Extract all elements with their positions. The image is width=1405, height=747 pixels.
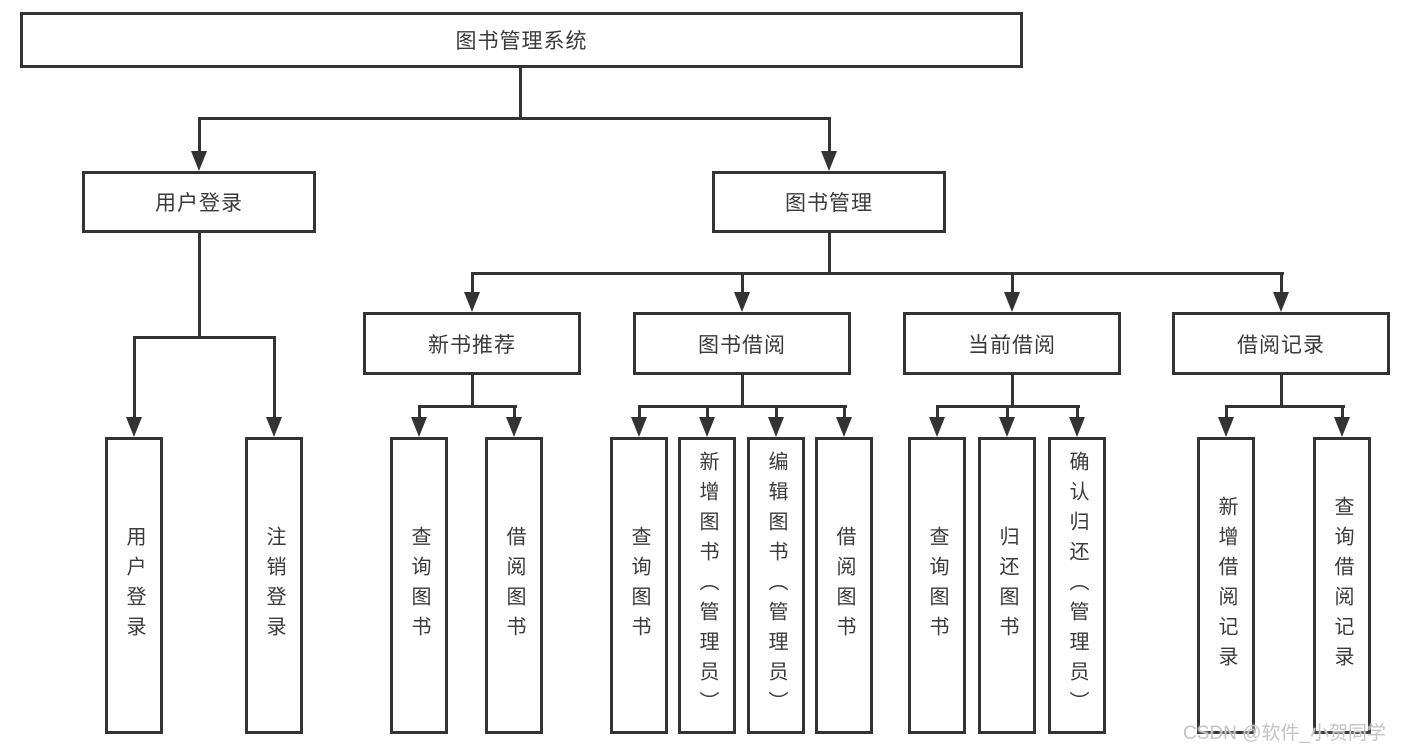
arrowhead-current-borrow [1004,292,1020,312]
leaf-label: 注销登录 [263,525,285,646]
connector-book-borrow-stub [741,374,744,408]
connector-drop [1341,405,1344,421]
arrowhead-user-login [191,151,207,171]
connector-drop-new-book [471,272,474,294]
connector-drop-book-management [828,117,831,155]
connector-drop [706,405,709,421]
connector-borrow-records-stub [1280,374,1283,408]
leaf-query-books-recommend: 查询图书 [390,437,448,734]
leaf-label: 新增借阅记录 [1215,495,1237,676]
leaf-label: 借阅图书 [833,525,855,646]
leaf-label: 确认归还（管理员） [1066,450,1088,721]
arrowhead-add-book [699,417,715,437]
connector-drop [1006,405,1009,421]
node-user-login: 用户登录 [82,171,316,233]
connector-drop [513,405,516,421]
node-label: 图书借阅 [698,333,786,357]
connector-current-borrow-stub [1011,374,1014,408]
arrowhead-confirm-return [1069,417,1085,437]
connector-level3-rail [471,272,1284,275]
leaf-logout: 注销登录 [245,437,303,734]
leaf-query-books-borrowing: 查询图书 [610,437,668,734]
arrowhead-book-borrow [734,292,750,312]
arrowhead-return-books [999,417,1015,437]
connector-level2-rail [198,117,831,120]
leaf-edit-book-admin: 编辑图书（管理员） [747,437,805,734]
arrowhead-borrow-books-1 [506,417,522,437]
node-borrowing-records: 借阅记录 [1172,312,1390,375]
leaf-label: 查询图书 [926,525,948,646]
node-label: 图书管理 [785,192,873,215]
node-label: 新书推荐 [428,333,516,357]
node-new-book-recommend: 新书推荐 [363,312,581,375]
connector-new-book-stub [471,374,474,408]
node-book-borrowing: 图书借阅 [633,312,851,375]
leaf-label: 查询图书 [408,525,430,646]
leaf-query-books-current: 查询图书 [908,437,966,734]
connector-drop-current-borrow [1011,272,1014,294]
node-library-system: 图书管理系统 [20,12,1023,68]
arrowhead-borrow-books-2 [836,417,852,437]
connector-drop [418,405,421,421]
node-current-borrowing: 当前借阅 [903,312,1121,375]
arrowhead-book-management [821,151,837,171]
connector-root-stub [519,67,522,119]
connector-new-book-rail [418,405,517,408]
leaf-label: 用户登录 [123,525,145,646]
node-label: 当前借阅 [968,333,1056,357]
arrowhead-query-books-1 [411,417,427,437]
node-book-management: 图书管理 [712,171,946,233]
arrowhead-leaf-login [126,417,142,437]
leaf-label: 新增图书（管理员） [696,450,718,721]
csdn-watermark: CSDN @软件_小贺同学 [1183,723,1386,744]
connector-drop [1076,405,1079,421]
arrowhead-query-books-2 [631,417,647,437]
connector-book-management-stub [828,233,831,275]
connector-borrow-records-rail [1225,405,1345,408]
connector-drop-book-borrow [741,272,744,294]
connector-drop-user-login [198,117,201,155]
connector-user-login-rail [133,336,276,339]
leaf-borrow-books-borrowing: 借阅图书 [815,437,873,734]
leaf-label: 查询借阅记录 [1331,495,1353,676]
connector-book-borrow-rail [638,405,847,408]
leaf-label: 查询图书 [628,525,650,646]
connector-drop [638,405,641,421]
leaf-query-borrow-record: 查询借阅记录 [1313,437,1371,734]
leaf-label: 借阅图书 [503,525,525,646]
leaf-borrow-books-recommend: 借阅图书 [485,437,543,734]
connector-drop [843,405,846,421]
leaf-label: 归还图书 [996,525,1018,646]
connector-drop [775,405,778,421]
arrowhead-leaf-logout [266,417,282,437]
arrowhead-query-borrow-record [1334,417,1350,437]
leaf-user-login: 用户登录 [105,437,163,734]
arrowhead-edit-book [768,417,784,437]
node-label: 用户登录 [155,192,243,215]
connector-drop-borrow-records [1280,272,1283,294]
arrowhead-new-book [464,292,480,312]
leaf-add-book-admin: 新增图书（管理员） [678,437,736,734]
arrowhead-borrow-records [1273,292,1289,312]
leaf-confirm-return-admin: 确认归还（管理员） [1048,437,1106,734]
leaf-label: 编辑图书（管理员） [765,450,787,721]
connector-drop [1225,405,1228,421]
leaf-add-borrow-record: 新增借阅记录 [1197,437,1255,734]
connector-drop [936,405,939,421]
node-label: 图书管理系统 [455,30,588,53]
node-label: 借阅记录 [1237,333,1325,357]
connector-user-login-stub [198,233,201,339]
connector-drop-leaf-logout [273,336,276,422]
arrowhead-query-books-3 [929,417,945,437]
connector-drop-leaf-login [133,336,136,422]
leaf-return-books: 归还图书 [978,437,1036,734]
arrowhead-add-borrow-record [1218,417,1234,437]
